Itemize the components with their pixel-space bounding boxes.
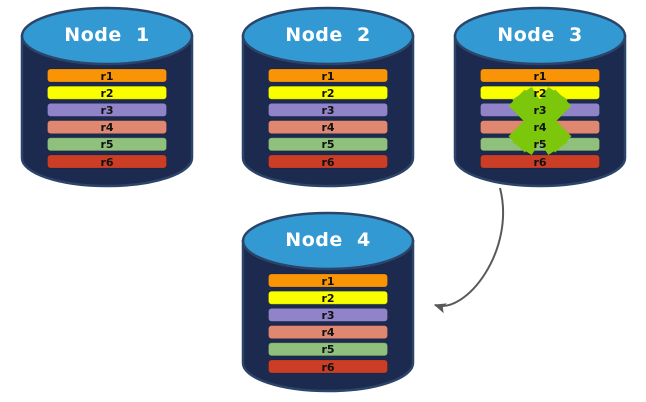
replica-row[interactable] — [47, 103, 167, 117]
replica-row[interactable] — [480, 154, 600, 169]
failure-x-icon — [508, 87, 572, 155]
replica-row[interactable] — [268, 120, 388, 134]
replica-row[interactable] — [480, 85, 600, 100]
failure-x-stroke-d — [512, 87, 568, 155]
replica-row[interactable] — [268, 359, 388, 374]
cylinder-top — [241, 211, 415, 271]
replica-row[interactable] — [268, 273, 388, 288]
replica-row[interactable] — [47, 120, 167, 134]
replica-row[interactable] — [47, 68, 167, 83]
replica-row[interactable] — [268, 85, 388, 100]
replica-row[interactable] — [268, 290, 388, 305]
replica-row[interactable] — [268, 68, 388, 83]
cylinder-top — [20, 6, 194, 66]
replica-row[interactable] — [47, 85, 167, 100]
replica-row[interactable] — [268, 307, 388, 322]
replica-row[interactable] — [268, 325, 388, 340]
cylinder-top — [241, 6, 415, 66]
replica-row[interactable] — [47, 154, 167, 169]
cylinder-top — [453, 6, 627, 66]
replica-row[interactable] — [268, 103, 388, 117]
replica-row[interactable] — [268, 154, 388, 169]
replica-row[interactable] — [47, 137, 167, 152]
failover-arrow — [433, 187, 505, 314]
replica-row[interactable] — [268, 342, 388, 357]
replica-row[interactable] — [268, 137, 388, 152]
replica-row[interactable] — [480, 68, 600, 83]
